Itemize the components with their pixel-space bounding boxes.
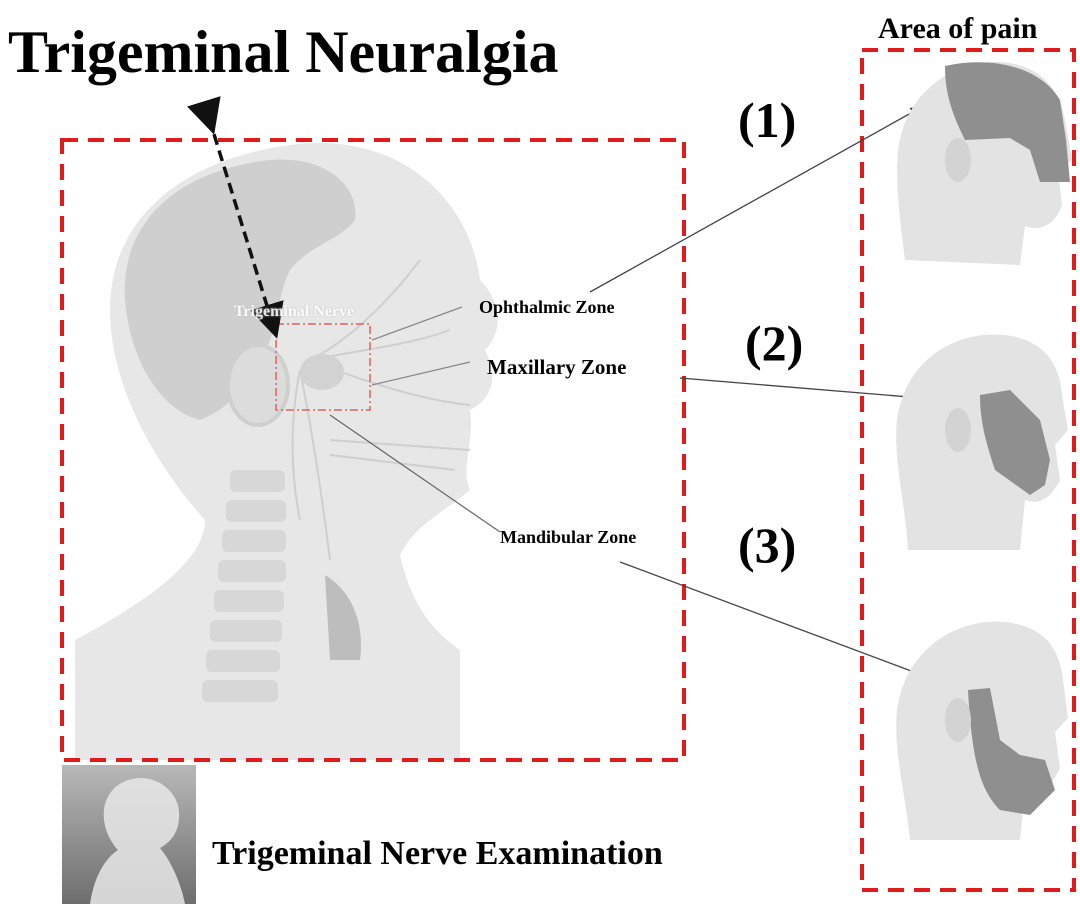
trigeminal-nerve-label: Trigeminal Nerve <box>224 302 364 321</box>
trigeminal-ganglion <box>300 354 344 390</box>
maxillary-zone-label: Maxillary Zone <box>487 355 626 380</box>
examination-caption: Trigeminal Nerve Examination <box>212 835 663 873</box>
area-of-pain-heading: Area of pain <box>878 12 1037 46</box>
main-head-illustration <box>75 143 498 760</box>
figure-title: Trigeminal Neuralgia <box>8 22 559 82</box>
pain-head-maxillary <box>896 334 1068 550</box>
zone-number-2: (2) <box>745 318 803 368</box>
zone-number-3: (3) <box>738 520 796 570</box>
pain-head-ophthalmic <box>897 62 1072 265</box>
pain-head-mandibular <box>896 622 1068 840</box>
mandibular-zone-label: Mandibular Zone <box>500 527 636 548</box>
examination-thumbnail <box>62 765 196 904</box>
zone-number-1: (1) <box>738 95 796 145</box>
ophthalmic-zone-label: Ophthalmic Zone <box>479 297 615 318</box>
